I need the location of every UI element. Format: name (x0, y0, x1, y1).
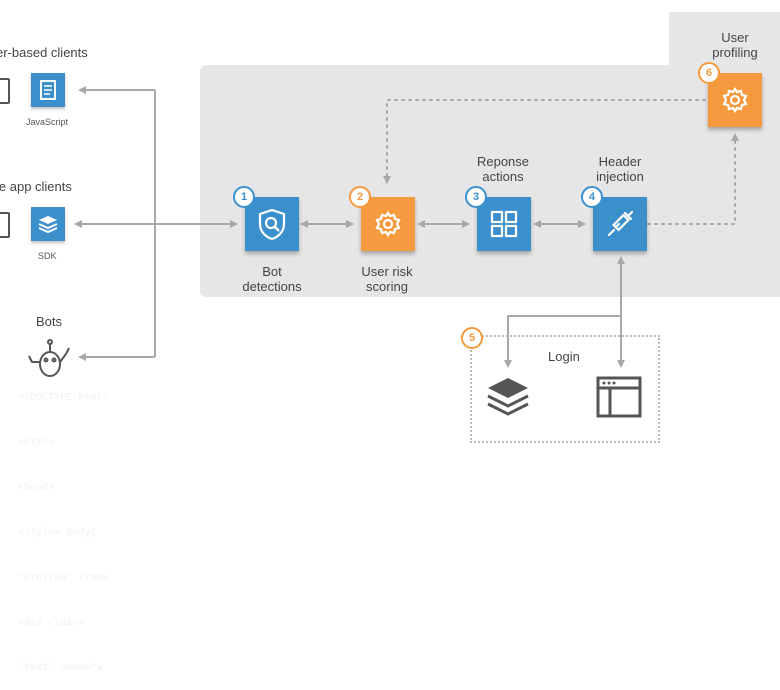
bot-detections-label: Bot detections (232, 264, 312, 294)
code-line: <head> (0, 482, 55, 493)
step-badge-6: 6 (698, 62, 720, 84)
search-shield-icon (258, 208, 286, 240)
mobile-device-icon (0, 212, 10, 238)
step-badge-5: 5 (461, 327, 483, 349)
code-line: <style> body{ (0, 527, 97, 538)
robot-icon (26, 336, 74, 385)
code-line: "preview" frame (0, 572, 109, 583)
gear-icon (375, 211, 401, 237)
code-line: <!DOCTYPE html> (0, 392, 109, 403)
browser-window-icon (596, 376, 642, 423)
code-line: "text" name="w (0, 662, 103, 673)
user-profiling-box (708, 73, 762, 127)
label-line: actions (482, 169, 524, 184)
label-line: User risk (361, 264, 413, 279)
arrow-4-login-stack (504, 315, 621, 368)
browser-device-icon (0, 78, 10, 104)
browser-clients-title: er-based clients (0, 45, 88, 60)
label-line: Reponse (476, 154, 530, 169)
user-risk-scoring-label: User risk scoring (347, 264, 427, 294)
login-box (470, 335, 660, 443)
step-badge-4: 4 (581, 186, 603, 208)
label-line: User (721, 30, 749, 45)
response-actions-box (477, 197, 531, 251)
sdk-icon (31, 207, 65, 241)
login-label: Login (548, 349, 580, 364)
header-injection-box (593, 197, 647, 251)
javascript-icon (31, 73, 65, 107)
header-injection-label: Header injection (580, 154, 660, 184)
bot-detections-box (245, 197, 299, 251)
code-line: <div class= (0, 617, 85, 628)
user-profiling-label: User profiling (695, 30, 775, 60)
syringe-icon (607, 210, 634, 237)
step-badge-1: 1 (233, 186, 255, 208)
step-badge-2: 2 (349, 186, 371, 208)
label-line: Header (598, 154, 642, 169)
layers-icon (486, 376, 530, 423)
step-badge-3: 3 (465, 186, 487, 208)
mobile-clients-title: le app clients (0, 179, 72, 194)
grid-icon (490, 210, 518, 238)
javascript-label: JavaScript (26, 117, 69, 127)
label-line: detections (242, 279, 302, 294)
response-actions-label: Reponse actions (463, 154, 543, 184)
connector-lines (74, 86, 739, 368)
user-risk-scoring-box (361, 197, 415, 251)
label-line: injection (596, 169, 644, 184)
processing-panel (200, 65, 780, 297)
dotted-arrow-to-scoring (383, 99, 706, 184)
label-line: profiling (712, 45, 758, 60)
label-line: scoring (366, 279, 408, 294)
gear-icon (722, 87, 748, 113)
bots-title: Bots (36, 314, 63, 329)
dotted-arrow-to-profiling (647, 133, 739, 225)
label-line: Bot (262, 264, 282, 279)
code-line: <html> (0, 437, 55, 448)
sdk-label: SDK (38, 251, 57, 261)
